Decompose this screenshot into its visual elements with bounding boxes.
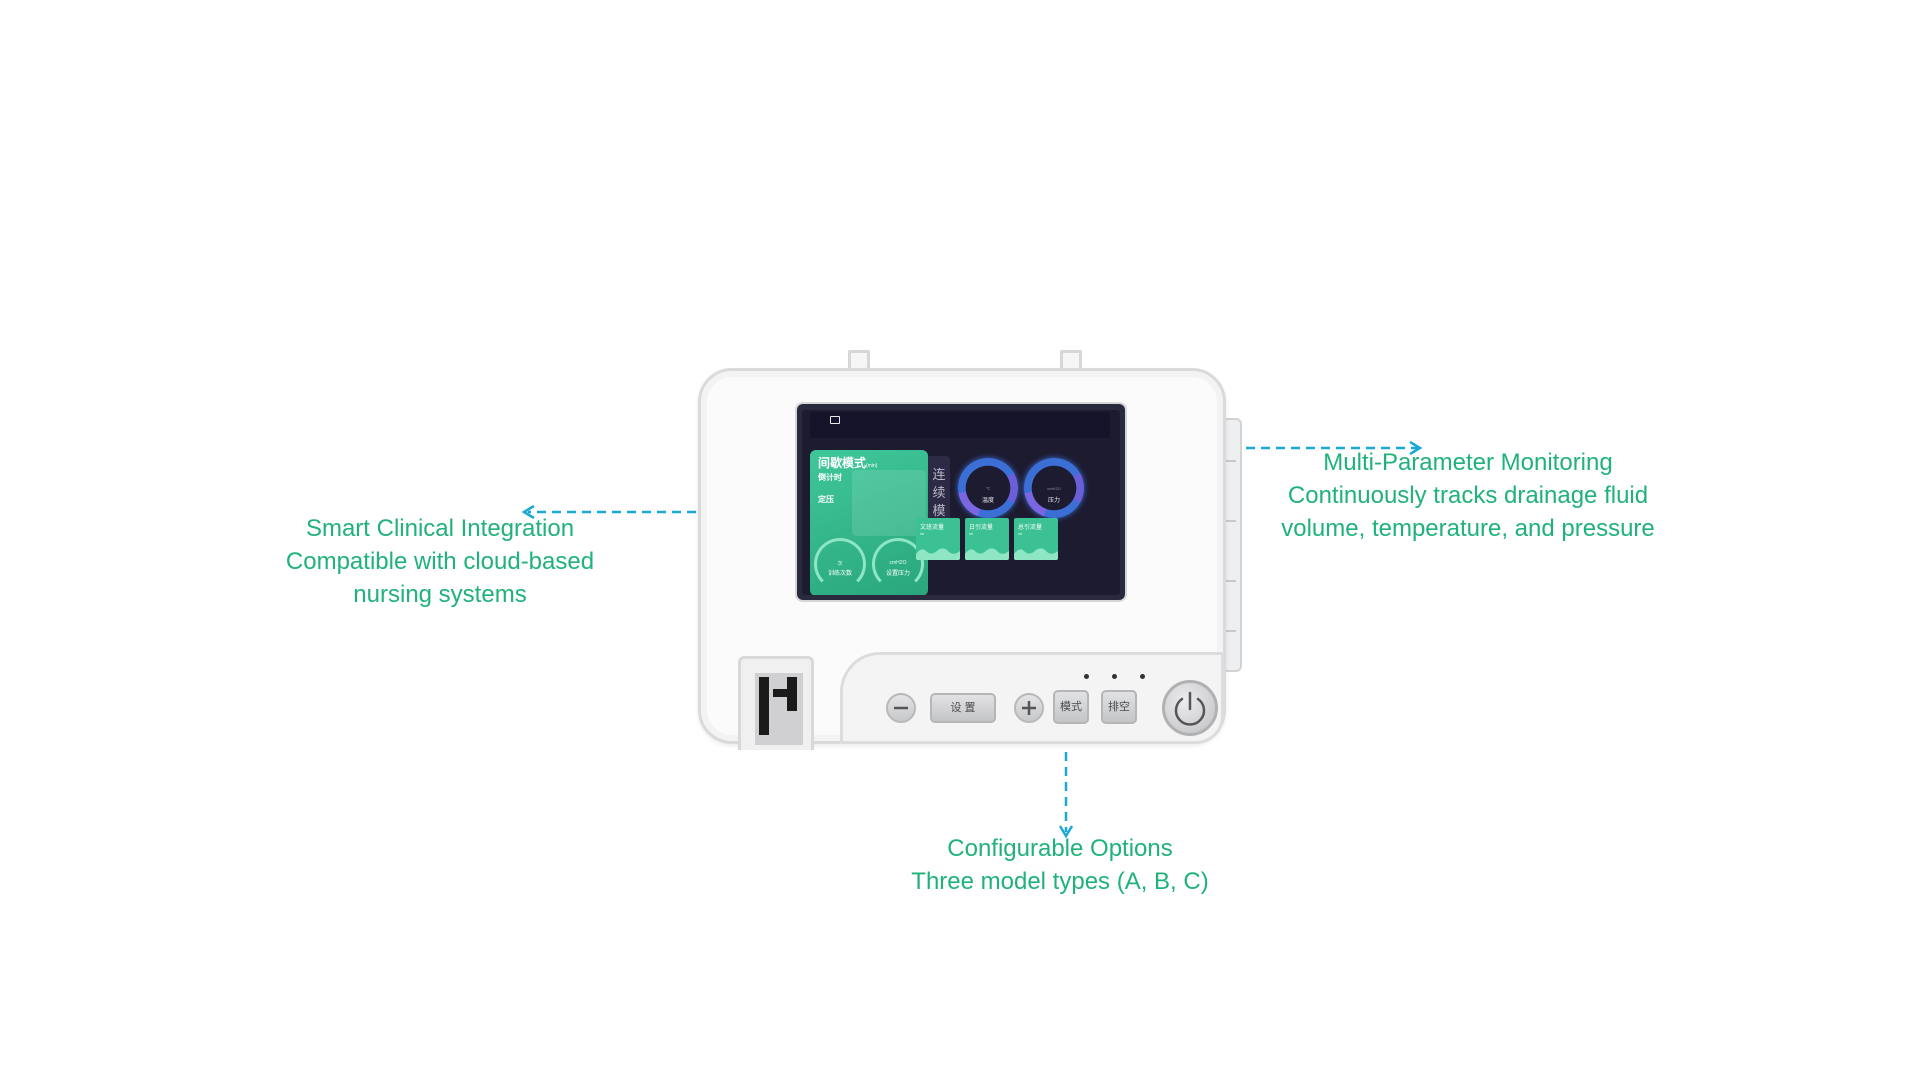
- battery-icon: [830, 416, 840, 424]
- status-bar: [810, 412, 1110, 438]
- temperature-unit: ℃: [985, 486, 991, 491]
- indicator-light: [1084, 674, 1089, 679]
- temperature-ring: ℃ 温度: [958, 458, 1018, 518]
- set-pressure-gauge: [872, 538, 924, 590]
- callout-line: Continuously tracks drainage fluid: [1287, 482, 1649, 509]
- port-clamp: [759, 677, 769, 735]
- port-clamp: [787, 677, 797, 711]
- flow-card-unit: ml: [1018, 531, 1023, 536]
- pressure-ring: cmH2O 压力: [1024, 458, 1084, 518]
- training-count-label: 训练次数: [827, 571, 852, 577]
- flow-card-label: 文班流量: [920, 525, 945, 531]
- callout-line: Compatible with cloud-based: [285, 548, 595, 575]
- pressure-unit: cmH2O: [1047, 486, 1061, 491]
- touch-screen[interactable]: 间歇模式(min) 倒计时 定压 次 训练次数 cmH2O 设置压力 连 续 模…: [802, 410, 1120, 595]
- continuous-mode-char: 模: [932, 503, 946, 518]
- continuous-mode-char: 续: [932, 485, 946, 500]
- pressure-label: 压力: [1047, 498, 1060, 504]
- constant-pressure-label: 定压: [818, 495, 834, 504]
- intermittent-mode-card[interactable]: 间歇模式(min) 倒计时 定压 次 训练次数 cmH2O 设置压力: [810, 450, 928, 595]
- flow-wave: [916, 548, 960, 560]
- mode-button[interactable]: 模式: [1053, 690, 1089, 724]
- power-button[interactable]: [1162, 680, 1218, 736]
- drain-button[interactable]: 排空: [1101, 690, 1137, 724]
- callout-line: Three model types (A, B, C): [911, 868, 1209, 895]
- callout-title: Multi-Parameter Monitoring: [1323, 449, 1613, 476]
- mode-card-panel: [852, 470, 926, 536]
- callout-smart-clinical-integration: Smart Clinical Integration Compatible wi…: [260, 512, 620, 611]
- training-count-unit: 次: [837, 561, 843, 567]
- callout-title: Configurable Options: [947, 835, 1173, 862]
- flow-card-label: 日引流量: [969, 525, 994, 531]
- callout-line: volume, temperature, and pressure: [1281, 515, 1655, 542]
- flow-card-unit: ml: [920, 531, 925, 536]
- plus-icon: [1022, 701, 1036, 715]
- power-icon: [1174, 691, 1206, 726]
- set-pressure-label: 设置压力: [885, 571, 910, 577]
- callout-line: nursing systems: [353, 581, 527, 608]
- drainage-device: 间歇模式(min) 倒计时 定压 次 训练次数 cmH2O 设置压力 连 续 模…: [698, 350, 1242, 750]
- callout-multi-parameter-monitoring: Multi-Parameter Monitoring Continuously …: [1248, 446, 1688, 545]
- flow-wave: [965, 548, 1009, 560]
- set-pressure-unit: cmH2O: [889, 560, 907, 566]
- flow-card-unit: ml: [969, 531, 974, 536]
- settings-button[interactable]: 设 置: [930, 693, 996, 723]
- temperature-label: 温度: [981, 498, 994, 504]
- training-count-gauge: [814, 538, 866, 590]
- continuous-mode-char: 连: [932, 467, 946, 482]
- minus-button[interactable]: [886, 693, 916, 723]
- indicator-light: [1140, 674, 1145, 679]
- mode-title: 间歇模式(min): [818, 456, 878, 470]
- callout-configurable-options: Configurable Options Three model types (…: [870, 832, 1250, 898]
- flow-card-label: 总引流量: [1018, 525, 1043, 531]
- total-flow-card[interactable]: 总引流量 ml: [1014, 518, 1058, 560]
- indicator-light: [1112, 674, 1117, 679]
- minus-icon: [894, 706, 908, 710]
- shift-flow-card[interactable]: 文班流量 ml: [916, 518, 960, 560]
- port-clamp: [773, 689, 795, 697]
- tube-port: [738, 656, 814, 750]
- plus-button[interactable]: [1014, 693, 1044, 723]
- daily-flow-card[interactable]: 日引流量 ml: [965, 518, 1009, 560]
- countdown-label: 倒计时: [818, 473, 842, 482]
- callout-title: Smart Clinical Integration: [305, 515, 575, 542]
- flow-wave: [1014, 548, 1058, 560]
